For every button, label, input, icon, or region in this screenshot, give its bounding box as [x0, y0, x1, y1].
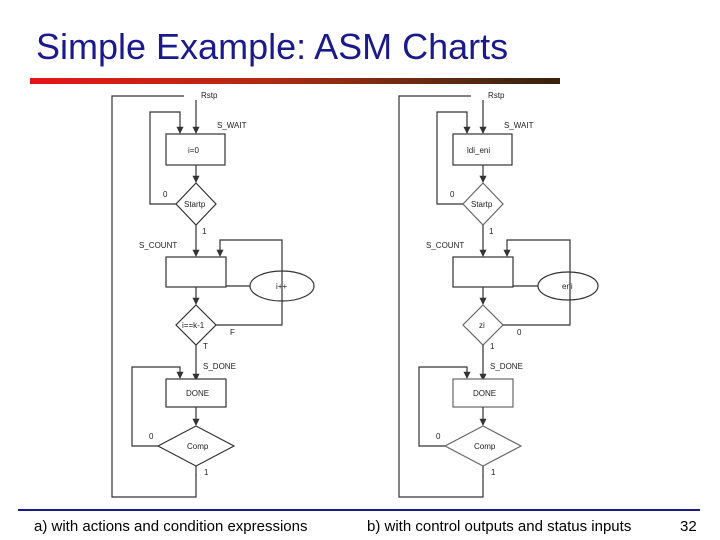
b-count-one: 1	[490, 342, 495, 351]
footer-divider	[18, 509, 700, 511]
a-wait-box	[165, 133, 226, 166]
a-comp-zero: 0	[149, 432, 154, 441]
a-state-wait-label: S_WAIT	[217, 121, 247, 130]
a-state-done-label: S_DONE	[203, 362, 236, 371]
a-count-false: F	[230, 328, 235, 337]
a-reset-label: Rstp	[201, 91, 218, 100]
b-count-action: eni	[562, 282, 573, 291]
b-state-done-label: S_DONE	[490, 362, 523, 371]
caption-b: b) with control outputs and status input…	[367, 518, 632, 535]
b-startp-zero: 0	[450, 190, 455, 199]
a-comp-zero-loop	[131, 366, 184, 447]
a-startp-one: 1	[202, 227, 207, 236]
b-done-box	[452, 378, 514, 408]
a-startp-label: Startp	[184, 200, 206, 209]
b-startp-one: 1	[489, 227, 494, 236]
a-count-box	[165, 256, 227, 288]
asm-chart-a: Rstp S_WAIT i=0 Startp 0 1 S_COUNT i++ i…	[111, 91, 315, 498]
b-done-label: DONE	[473, 389, 496, 398]
a-startp-zero: 0	[163, 190, 168, 199]
asm-chart-b: Rstp S_WAIT ldi_eni Startp 0 1 S_COUNT e…	[398, 91, 599, 498]
b-reset-label: Rstp	[488, 91, 505, 100]
a-comp-one: 1	[204, 468, 209, 477]
b-count-zero-loop	[503, 239, 571, 326]
b-startp-zero-loop	[436, 111, 471, 205]
b-wait-action: ldi_eni	[467, 146, 490, 155]
a-wait-action: i=0	[188, 146, 199, 155]
page-number: 32	[680, 518, 697, 535]
a-startp-zero-loop	[149, 111, 184, 205]
a-count-true: T	[203, 342, 208, 351]
a-count-decision-label: i==k-1	[182, 321, 205, 330]
b-comp-one: 1	[491, 468, 496, 477]
title-underline-bar	[30, 78, 560, 84]
a-done-label: DONE	[186, 389, 209, 398]
b-comp-zero: 0	[436, 432, 441, 441]
b-startp-label: Startp	[471, 200, 493, 209]
b-wait-box	[452, 133, 513, 166]
b-count-box	[452, 256, 514, 288]
b-state-count-label: S_COUNT	[426, 241, 464, 250]
b-return-loop	[398, 95, 484, 498]
b-comp-label: Comp	[474, 442, 496, 451]
a-comp-label: Comp	[187, 442, 209, 451]
caption-a: a) with actions and condition expression…	[34, 518, 308, 535]
b-comp-zero-loop	[418, 366, 471, 447]
b-state-wait-label: S_WAIT	[504, 121, 534, 130]
a-return-loop	[111, 95, 197, 498]
a-count-false-loop	[216, 239, 283, 326]
b-count-decision-label: zi	[479, 321, 485, 330]
a-state-count-label: S_COUNT	[139, 241, 177, 250]
b-count-zero: 0	[517, 328, 522, 337]
slide-title: Simple Example: ASM Charts	[36, 26, 509, 67]
